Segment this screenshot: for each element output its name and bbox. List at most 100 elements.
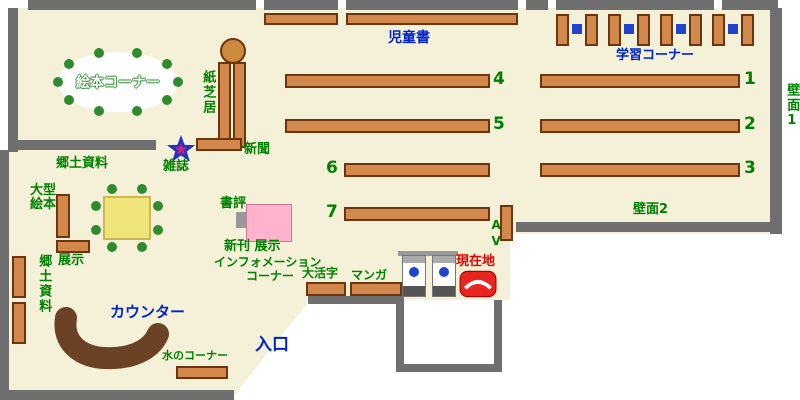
manga-shelf bbox=[350, 282, 402, 296]
study-corner-label: 学習コーナー bbox=[616, 48, 695, 63]
chair-dot bbox=[91, 201, 101, 211]
large-print-label: 大活字 bbox=[302, 266, 339, 280]
chair-dot bbox=[162, 59, 172, 69]
fixture-dot bbox=[409, 267, 419, 277]
wall-annex-left bbox=[396, 300, 404, 372]
chair-dot bbox=[132, 106, 142, 116]
fixture-dot bbox=[439, 267, 449, 277]
study-chair bbox=[728, 24, 738, 34]
kamishibai-shelf bbox=[233, 62, 246, 148]
chair-dot bbox=[107, 184, 117, 194]
kamishibai-shelf bbox=[218, 62, 231, 148]
shelf-number-1: 1 bbox=[744, 69, 756, 89]
chair-dot bbox=[153, 225, 163, 235]
wall-segment bbox=[264, 0, 338, 10]
local-materials-top-label: 郷土資料 bbox=[56, 156, 109, 171]
bookshelf-7 bbox=[344, 207, 490, 221]
information-label-line1: インフォメーション bbox=[214, 255, 322, 269]
entrance-label: 入口 bbox=[255, 335, 289, 355]
picturebook-corner-area: 絵本コーナー bbox=[58, 52, 178, 112]
large-picturebook-label: 大型 絵本 bbox=[30, 183, 57, 213]
chair-dot bbox=[94, 48, 104, 58]
information-label-line2: コーナー bbox=[246, 269, 295, 283]
study-desk bbox=[608, 14, 621, 46]
book-review-label: 書評 bbox=[220, 196, 247, 211]
wall-left-lower bbox=[0, 150, 9, 398]
current-location-label: 現在地 bbox=[456, 254, 496, 269]
chair-dot bbox=[53, 77, 63, 87]
bookshelf-6 bbox=[344, 163, 490, 177]
chair-dot bbox=[64, 95, 74, 105]
new-arrivals-label: 新刊 展示 bbox=[224, 239, 281, 254]
round-table bbox=[220, 38, 246, 64]
equipment-fixture bbox=[432, 255, 456, 297]
bookshelf-1 bbox=[540, 74, 740, 88]
current-location-marker bbox=[459, 270, 497, 298]
chair-dot bbox=[94, 106, 104, 116]
local-materials-shelf bbox=[12, 302, 26, 344]
display-label: 展示 bbox=[58, 253, 85, 268]
wall-annex-right bbox=[494, 300, 502, 372]
equipment-fixture bbox=[402, 255, 426, 297]
bookshelf-5 bbox=[285, 119, 490, 133]
chair-dot bbox=[137, 242, 147, 252]
magazine-star-icon bbox=[166, 135, 196, 162]
wall-hekimen2 bbox=[516, 222, 772, 232]
shelf-number-3: 3 bbox=[744, 158, 756, 178]
kamishibai-label: 紙芝居 bbox=[200, 70, 216, 115]
bookshelf-4 bbox=[285, 74, 490, 88]
reading-table bbox=[103, 196, 151, 240]
study-chair bbox=[572, 24, 582, 34]
study-desk bbox=[741, 14, 754, 46]
childrens-books-label: 児童書 bbox=[388, 30, 430, 46]
study-desk bbox=[637, 14, 650, 46]
chair-dot bbox=[91, 225, 101, 235]
wall-segment bbox=[308, 296, 404, 304]
fixture-base bbox=[403, 286, 425, 296]
bookshelf-top bbox=[346, 13, 518, 25]
picturebook-corner-label: 絵本コーナー bbox=[76, 75, 160, 91]
shelf-number-4: 4 bbox=[493, 69, 505, 89]
wall-segment bbox=[346, 0, 518, 10]
fixture-top bbox=[433, 256, 455, 263]
chair-dot bbox=[137, 184, 147, 194]
study-desk bbox=[712, 14, 725, 46]
wall1-label: 壁面1 bbox=[784, 83, 800, 130]
study-desk bbox=[660, 14, 673, 46]
wall-left-upper bbox=[8, 8, 18, 152]
chair-dot bbox=[132, 48, 142, 58]
wall-segment bbox=[722, 0, 778, 10]
manga-label: マンガ bbox=[351, 268, 388, 282]
magazine-label: 雑誌 bbox=[163, 159, 190, 174]
large-print-shelf bbox=[306, 282, 346, 296]
study-desk bbox=[585, 14, 598, 46]
bookshelf-top bbox=[264, 13, 338, 25]
study-desk bbox=[556, 14, 569, 46]
wall-picturebook-room bbox=[18, 140, 156, 150]
wall-segment bbox=[556, 0, 714, 10]
chair-dot bbox=[173, 77, 183, 87]
local-materials-shelf bbox=[12, 256, 26, 298]
wall-fixture-bar bbox=[398, 251, 458, 256]
shelf-number-7: 7 bbox=[326, 202, 338, 222]
chair-dot bbox=[162, 95, 172, 105]
fixture-base bbox=[433, 286, 455, 296]
av-shelf bbox=[500, 205, 513, 241]
large-picturebook-shelf bbox=[56, 194, 70, 238]
chair-dot bbox=[64, 59, 74, 69]
shelf-number-5: 5 bbox=[493, 114, 505, 134]
newspaper-label: 新聞 bbox=[244, 142, 271, 157]
local-materials-left-label: 郷土資料 bbox=[36, 254, 52, 314]
wall-annex-bottom bbox=[396, 364, 502, 372]
wall-right bbox=[770, 8, 782, 234]
bookshelf-3 bbox=[540, 163, 740, 177]
bookshelf-2 bbox=[540, 119, 740, 133]
av-label: AV bbox=[489, 218, 504, 250]
newspaper-shelf bbox=[196, 138, 242, 151]
display-shelf bbox=[56, 240, 90, 253]
wall-segment bbox=[526, 0, 548, 10]
counter-desk bbox=[54, 307, 169, 370]
display-stand-base bbox=[236, 212, 248, 228]
chair-dot bbox=[153, 201, 163, 211]
